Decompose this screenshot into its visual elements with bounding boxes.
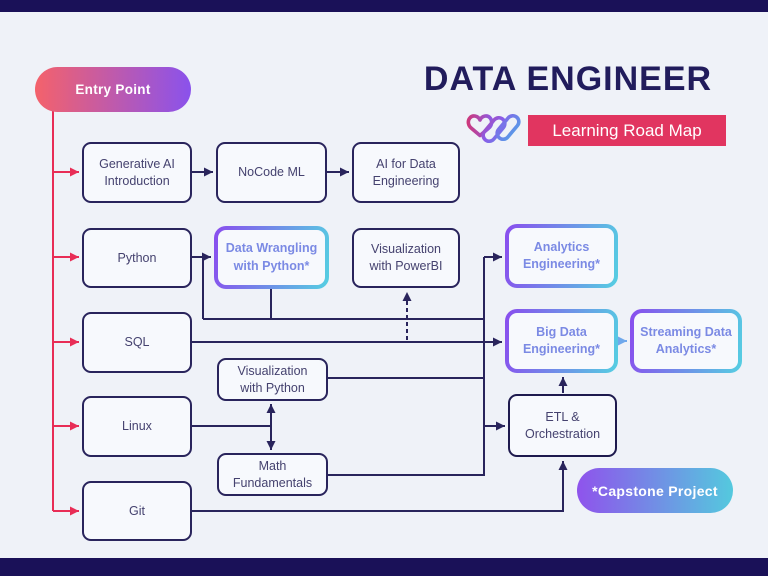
heart-waves-logo-icon: [466, 113, 521, 144]
node-label: NoCode ML: [238, 165, 305, 180]
node-visualization-with-python: Visualization with Python: [217, 358, 328, 401]
node-label: Data Wrangling with Python*: [225, 241, 318, 273]
node-label: SQL: [124, 335, 150, 350]
node-linux: Linux: [82, 396, 192, 457]
node-etl-orchestration: ETL & Orchestration: [508, 394, 617, 457]
bottom-frame-bar: [0, 558, 768, 576]
node-ai-for-data-engineering: AI for Data Engineering: [352, 142, 460, 203]
node-streaming-data-analytics: Streaming Data Analytics*: [630, 309, 742, 373]
node-python: Python: [82, 228, 192, 288]
learning-roadmap-banner: Learning Road Map: [528, 115, 726, 146]
node-label: Math Fundamentals: [232, 458, 313, 490]
node-label: Python: [117, 250, 157, 265]
node-label: Visualization with PowerBI: [369, 242, 443, 273]
capstone-project-label: *Capstone Project: [592, 482, 718, 499]
node-label: Analytics Engineering*: [522, 239, 601, 272]
node-nocode-ml: NoCode ML: [216, 142, 327, 203]
node-label: Big Data Engineering*: [522, 324, 601, 357]
banner-label: Learning Road Map: [552, 120, 702, 140]
node-label: AI for Data Engineering: [372, 156, 440, 188]
node-generative-ai-introduction: Generative AI Introduction: [82, 142, 192, 203]
node-label: Generative AI Introduction: [99, 156, 175, 188]
node-math-fundamentals: Math Fundamentals: [217, 453, 328, 496]
node-big-data-engineering: Big Data Engineering*: [505, 309, 618, 373]
node-label: Linux: [122, 419, 152, 434]
node-analytics-engineering: Analytics Engineering*: [505, 224, 618, 288]
node-label: ETL & Orchestration: [524, 409, 601, 441]
page-title: DATA ENGINEER: [423, 60, 713, 98]
node-git: Git: [82, 481, 192, 541]
node-label: Git: [129, 503, 145, 518]
entry-point-label: Entry Point: [75, 82, 151, 97]
node-sql: SQL: [82, 312, 192, 373]
node-label: Visualization with Python: [237, 363, 308, 395]
node-visualization-with-powerbi: Visualization with PowerBI: [352, 228, 460, 288]
capstone-project-badge: *Capstone Project: [577, 468, 733, 513]
node-data-wrangling-with-python: Data Wrangling with Python*: [214, 226, 329, 289]
top-frame-bar: [0, 0, 768, 12]
node-label: Streaming Data Analytics*: [640, 324, 732, 357]
entry-point-badge: Entry Point: [35, 67, 191, 112]
entry-point-edges: [52, 90, 79, 516]
